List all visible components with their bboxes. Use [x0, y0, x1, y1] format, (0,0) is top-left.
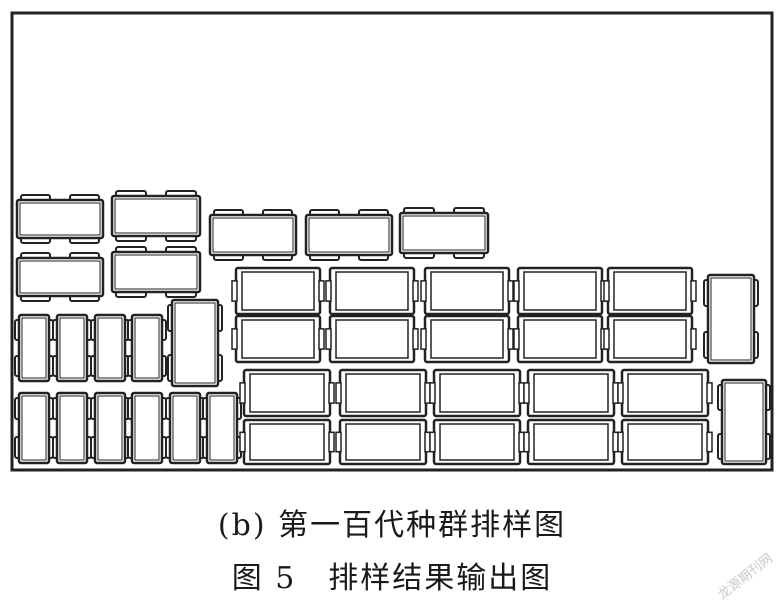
nested-part — [717, 378, 771, 466]
nested-part — [513, 266, 607, 316]
nested-part — [325, 314, 419, 364]
subfigure-caption: (b) 第一百代种群排样图 — [217, 508, 567, 543]
nested-part — [52, 313, 92, 383]
nested-part — [239, 368, 335, 418]
nested-part — [127, 391, 167, 465]
nested-part — [703, 273, 759, 365]
nested-part — [398, 207, 490, 259]
nested-part — [335, 418, 431, 466]
nested-part — [127, 313, 167, 383]
nested-part — [603, 314, 697, 364]
nested-part — [15, 194, 105, 244]
nested-part — [513, 314, 607, 364]
nested-part — [325, 266, 419, 316]
nested-part — [420, 266, 514, 316]
nested-part — [239, 418, 335, 466]
nested-part — [15, 252, 105, 302]
nested-part — [90, 313, 130, 383]
nested-part — [523, 368, 619, 418]
sheet-border — [10, 11, 774, 472]
nested-part — [52, 391, 92, 465]
nested-part — [167, 298, 223, 388]
nested-part — [429, 368, 525, 418]
nested-part — [14, 391, 54, 465]
nested-part — [420, 314, 514, 364]
nested-part — [14, 313, 54, 383]
nested-part — [208, 209, 298, 261]
nested-part — [429, 418, 525, 466]
nested-part — [110, 190, 202, 242]
nested-part — [523, 418, 619, 466]
nested-part — [335, 368, 431, 418]
nested-part — [231, 266, 325, 316]
nested-part — [231, 314, 325, 364]
nested-part — [617, 368, 713, 418]
nesting-diagram — [10, 11, 774, 472]
nested-part — [617, 418, 713, 466]
nested-part — [90, 391, 130, 465]
nested-part — [110, 246, 202, 298]
nested-part — [304, 209, 394, 261]
nested-part — [202, 391, 242, 465]
nested-part — [165, 391, 205, 465]
figure-caption: 图 5 排样结果输出图 — [231, 561, 553, 596]
nested-part — [603, 266, 697, 316]
